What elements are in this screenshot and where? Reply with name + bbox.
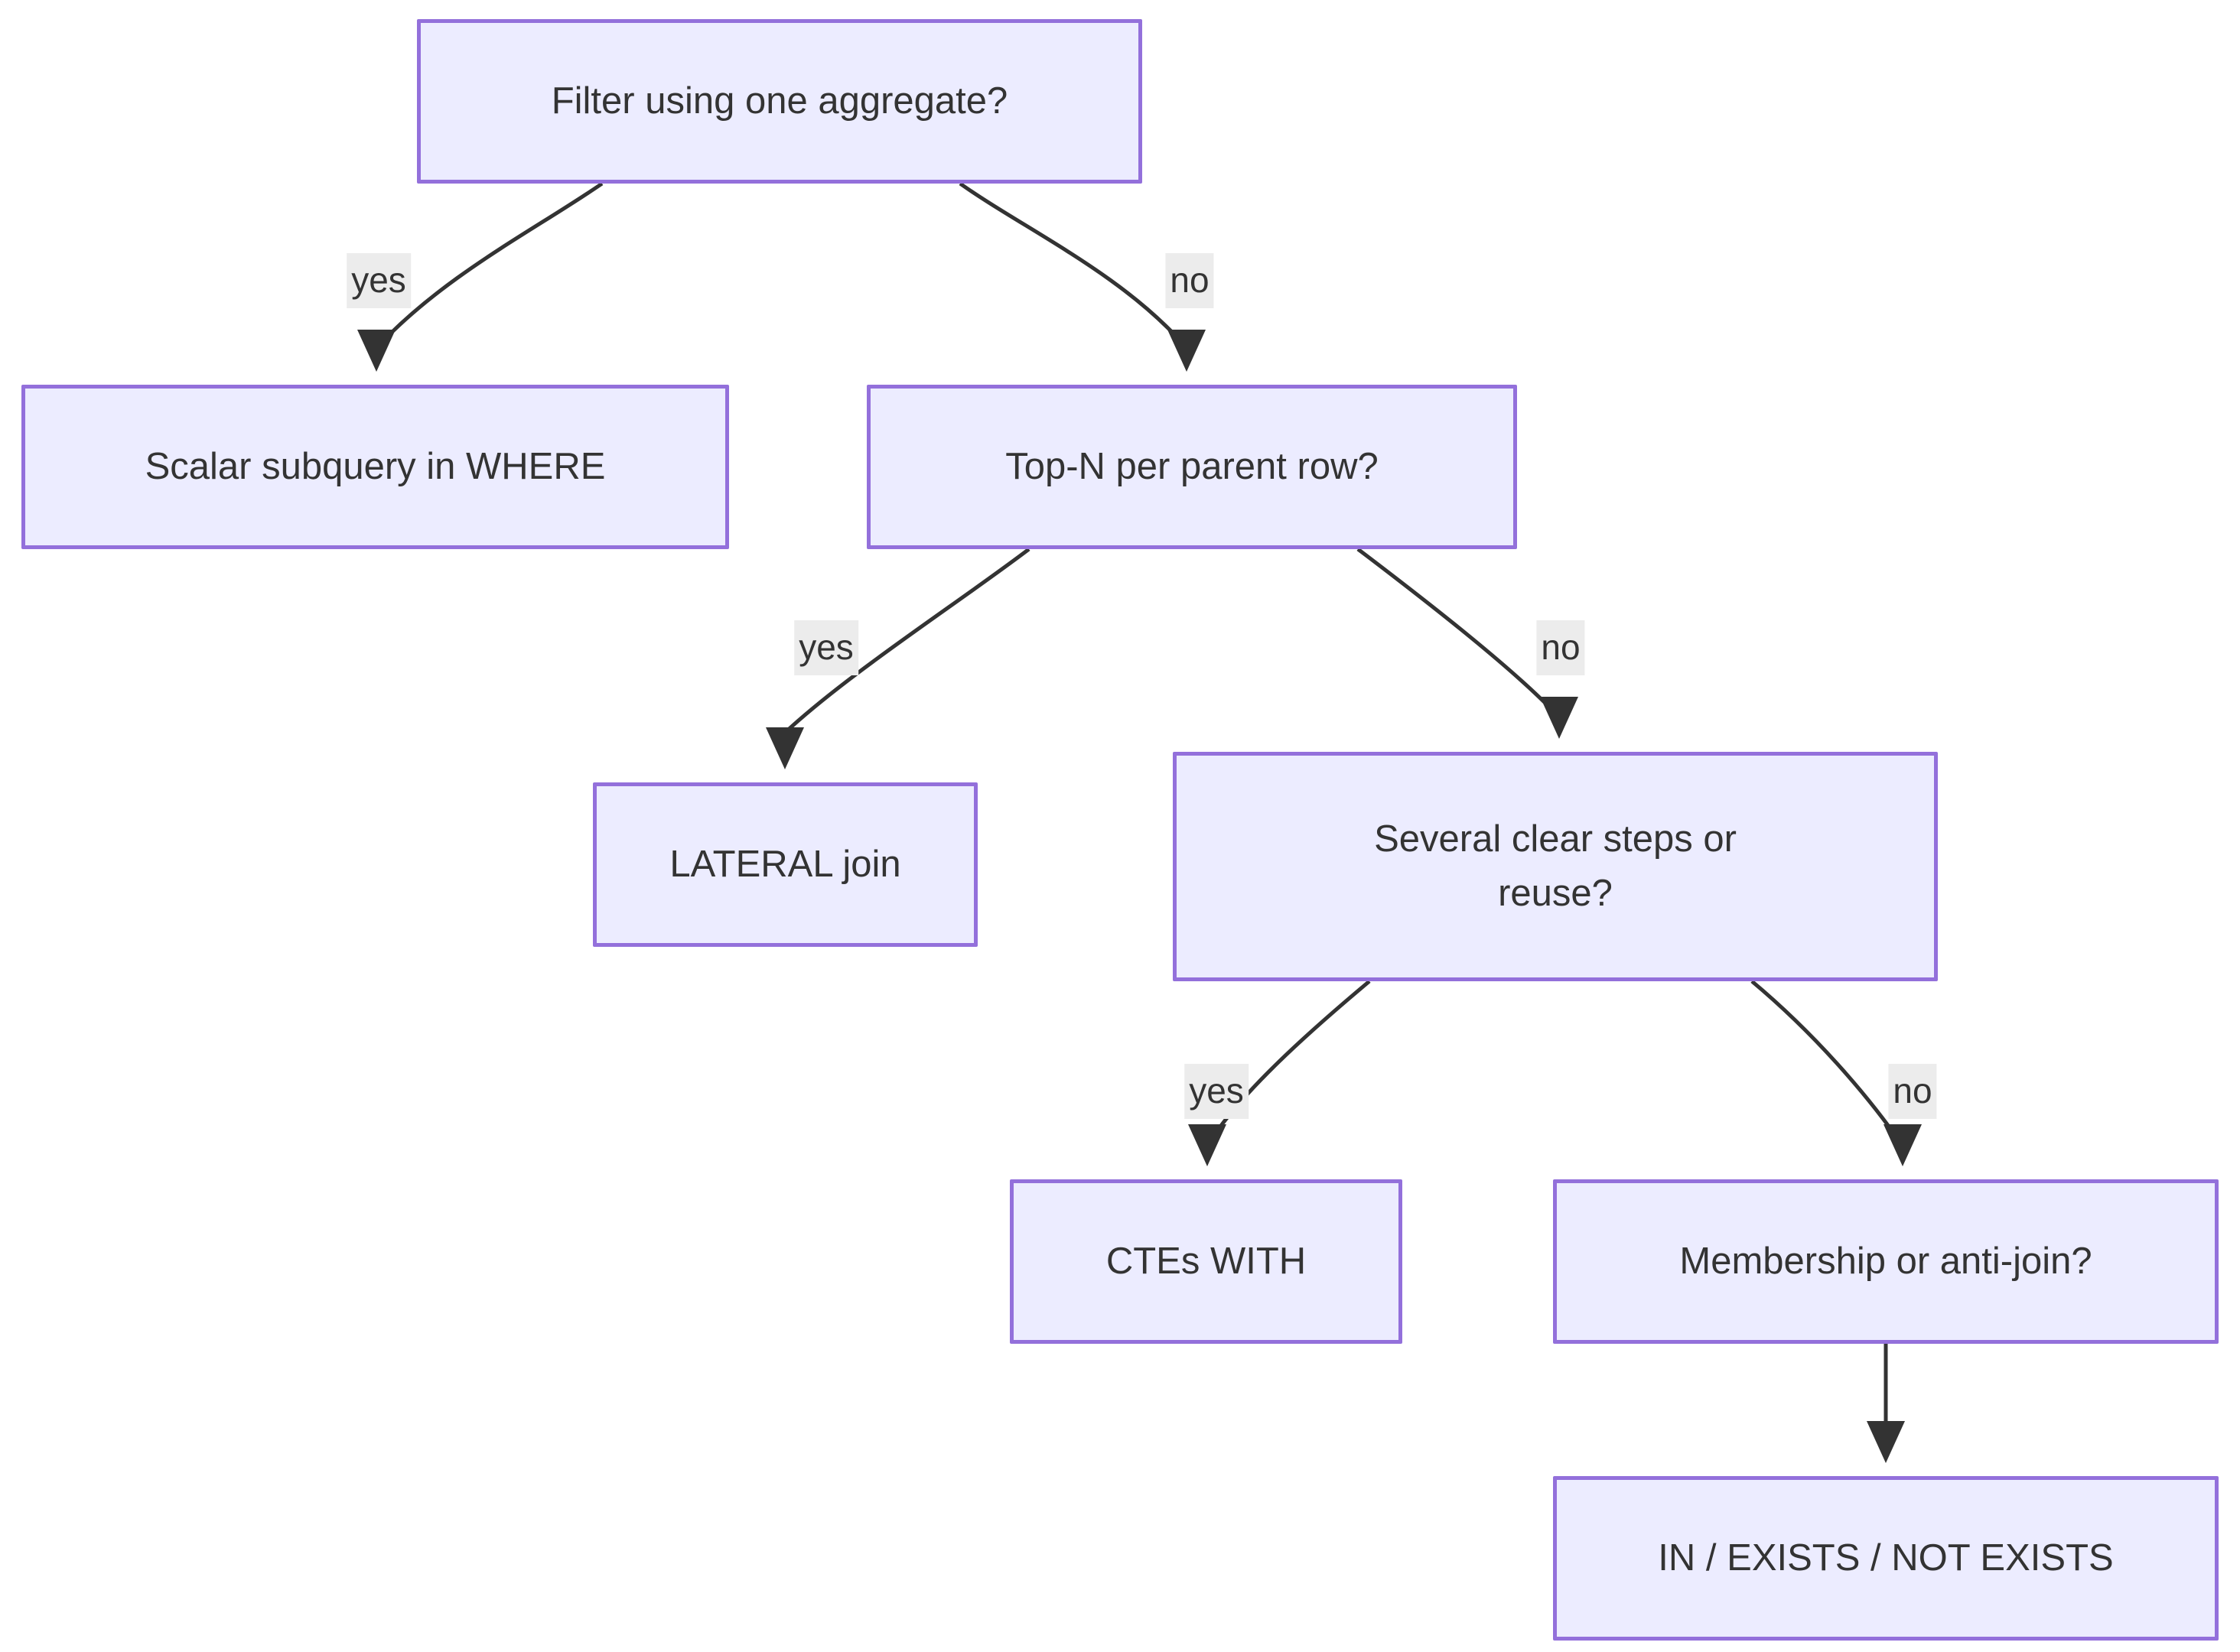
edge-topn-steps: [1356, 548, 1578, 739]
node-membership-or-anti-join-label: Membership or anti-join?: [1679, 1240, 2092, 1282]
node-root[interactable]: Filter using one aggregate?: [417, 19, 1142, 184]
node-lateral-join-label: LATERAL join: [669, 843, 901, 885]
node-top-n-per-parent-row[interactable]: Top-N per parent row?: [867, 385, 1517, 549]
node-membership-or-anti-join[interactable]: Membership or anti-join?: [1553, 1179, 2219, 1344]
edge-label-topn-lateral: yes: [794, 620, 858, 675]
edge-label-root-topn: no: [1165, 253, 1214, 308]
edge-label-root-scalar: yes: [347, 253, 411, 308]
edge-label-topn-steps: no: [1536, 620, 1585, 675]
node-in-exists-not-exists-label: IN / EXISTS / NOT EXISTS: [1658, 1537, 2114, 1579]
node-several-clear-steps-or-reuse-label: Several clear steps or reuse?: [1374, 818, 1737, 914]
edge-label-steps-membership: no: [1888, 1064, 1937, 1119]
node-root-label: Filter using one aggregate?: [551, 80, 1008, 122]
edge-steps-membership: [1750, 980, 1922, 1166]
node-several-clear-steps-or-reuse[interactable]: Several clear steps or reuse?: [1173, 752, 1938, 981]
node-scalar-subquery-in-where-label: Scalar subquery in WHERE: [145, 445, 606, 487]
node-lateral-join[interactable]: LATERAL join: [593, 782, 978, 947]
node-top-n-per-parent-row-label: Top-N per parent row?: [1005, 445, 1379, 487]
node-ctes-with-label: CTEs WITH: [1105, 1240, 1307, 1282]
node-in-exists-not-exists[interactable]: IN / EXISTS / NOT EXISTS: [1553, 1476, 2219, 1641]
edge-label-steps-ctes: yes: [1184, 1064, 1249, 1119]
edge-root-topn: [959, 181, 1206, 372]
node-scalar-subquery-in-where[interactable]: Scalar subquery in WHERE: [21, 385, 729, 549]
node-ctes-with[interactable]: CTEs WITH: [1010, 1179, 1402, 1344]
